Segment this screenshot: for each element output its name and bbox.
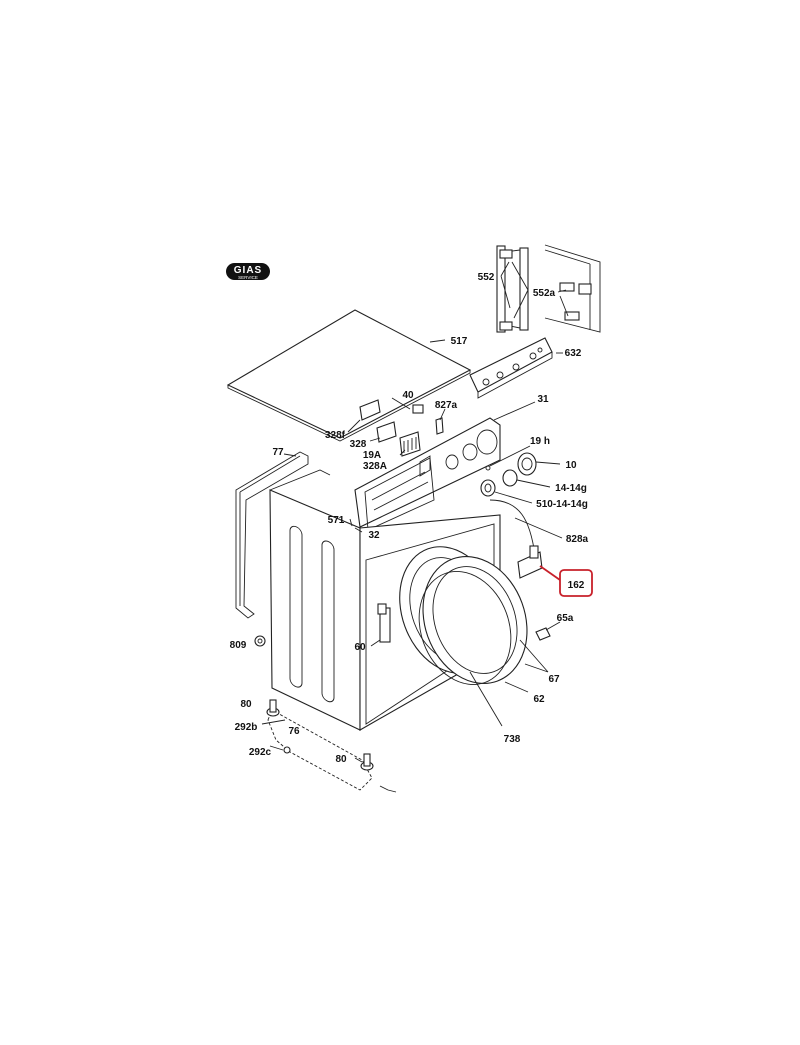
part-label-292b: 292b	[235, 722, 258, 733]
part-label-292c: 292c	[249, 747, 272, 758]
part-label-77: 77	[272, 447, 284, 458]
part-label-10: 10	[565, 460, 577, 471]
part-label-827a: 827a	[435, 400, 458, 411]
part-label-162: 162	[568, 580, 585, 591]
part-label-328f: 328f	[325, 430, 346, 441]
highlight-box-162	[559, 569, 593, 597]
part-label-60: 60	[354, 642, 366, 653]
plug-809	[254, 635, 266, 647]
part-label-809: 809	[230, 640, 247, 651]
logo-text: GIAS	[234, 265, 262, 276]
part-label-80a: 80	[240, 699, 252, 710]
part-label-32: 32	[368, 530, 380, 541]
hinge-assembly-552	[496, 244, 601, 333]
part-label-552a: 552a	[533, 288, 556, 299]
part-label-328A: 328A	[363, 461, 387, 472]
part-label-552: 552	[478, 272, 495, 283]
part-label-40: 40	[402, 390, 414, 401]
part-label-14_14g: 14-14g	[555, 483, 587, 494]
small-parts-cluster	[347, 397, 446, 457]
hinge-60	[370, 603, 391, 647]
gias-service-logo: GIAS SERVICE	[226, 263, 270, 280]
knobs-group	[480, 445, 561, 504]
part-label-517: 517	[451, 336, 468, 347]
part-label-328: 328	[350, 439, 367, 450]
part-label-571: 571	[328, 515, 345, 526]
part-label-31: 31	[537, 394, 549, 405]
door-assembly	[399, 546, 549, 727]
part-label-738: 738	[504, 734, 521, 745]
top-lid-517	[226, 309, 472, 442]
part-label-19h: 19 h	[530, 436, 550, 447]
part-label-510: 510-14-14g	[536, 499, 588, 510]
part-label-62: 62	[533, 694, 545, 705]
seal-77	[235, 451, 309, 619]
part-label-65a: 65a	[557, 613, 574, 624]
latch-65a	[535, 621, 561, 641]
part-label-76: 76	[288, 726, 300, 737]
part-label-632: 632	[565, 348, 582, 359]
control-panel-31	[354, 401, 536, 531]
logo-subtext: SERVICE	[238, 275, 258, 280]
part-label-828a: 828a	[566, 534, 589, 545]
base-plate-76	[261, 699, 397, 793]
part-label-67: 67	[548, 674, 560, 685]
cable-828a	[489, 499, 563, 556]
door-lock-162	[517, 545, 593, 597]
control-board-632	[469, 337, 563, 399]
part-label-19A: 19A	[363, 450, 381, 461]
part-label-80b: 80	[335, 754, 347, 765]
